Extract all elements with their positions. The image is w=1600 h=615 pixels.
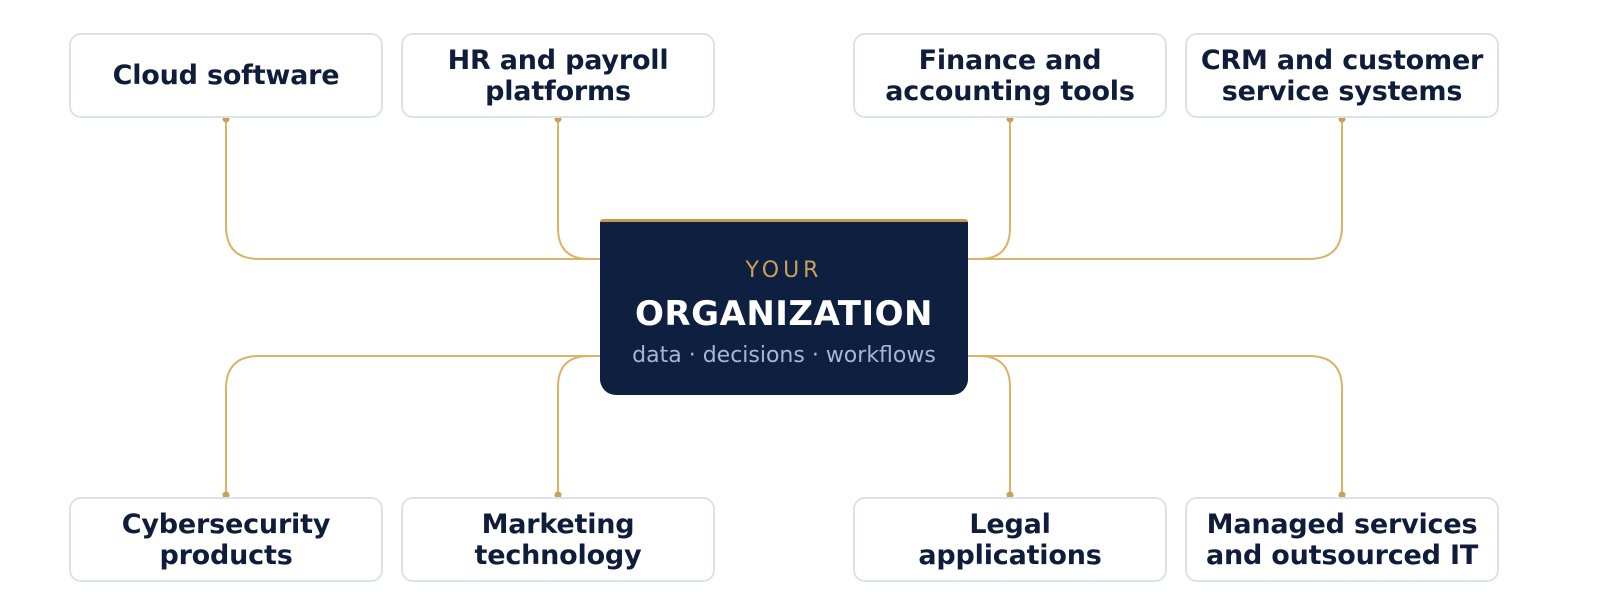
node-label-line: accounting tools bbox=[885, 75, 1135, 107]
node-label-line: and outsourced IT bbox=[1205, 539, 1479, 571]
connector-cybersecurity bbox=[225, 355, 600, 496]
connector-dot bbox=[222, 491, 230, 499]
connector-finance bbox=[968, 119, 1011, 260]
node-label-line: products bbox=[159, 539, 293, 571]
node-label-line: applications bbox=[918, 539, 1102, 571]
node-cloud-software: Cloud software bbox=[69, 33, 383, 118]
hub-subtitle: data · decisions · workflows bbox=[632, 343, 936, 368]
node-label-line: Finance and bbox=[918, 44, 1102, 76]
node-label-line: CRM and customer bbox=[1200, 44, 1484, 76]
node-cybersecurity: Cybersecurity products bbox=[69, 497, 383, 582]
connector-dot bbox=[1006, 491, 1014, 499]
node-finance-accounting: Finance and accounting tools bbox=[853, 33, 1167, 118]
node-label-line: HR and payroll bbox=[447, 44, 669, 76]
node-label-line: technology bbox=[474, 539, 642, 571]
node-label-line: Cloud software bbox=[112, 60, 340, 91]
hub-organization: YOUR ORGANIZATION data · decisions · wor… bbox=[600, 222, 968, 395]
connector-crm bbox=[968, 119, 1343, 260]
node-label-line: platforms bbox=[485, 75, 631, 107]
connector-marketing bbox=[557, 355, 600, 496]
hub-title: ORGANIZATION bbox=[635, 294, 933, 334]
connector-dot bbox=[1338, 491, 1346, 499]
node-label-line: Managed services bbox=[1206, 508, 1478, 540]
node-label-line: service systems bbox=[1221, 75, 1463, 107]
node-label-line: Marketing bbox=[481, 508, 635, 540]
node-label-line: Legal bbox=[969, 508, 1051, 540]
node-managed-services: Managed services and outsourced IT bbox=[1185, 497, 1499, 582]
node-legal-applications: Legal applications bbox=[853, 497, 1167, 582]
connector-legal bbox=[968, 355, 1011, 496]
connector-cloud-software bbox=[225, 119, 600, 260]
connector-dot bbox=[554, 491, 562, 499]
connector-managed-services bbox=[968, 355, 1343, 496]
node-crm-customer-service: CRM and customer service systems bbox=[1185, 33, 1499, 118]
node-marketing-technology: Marketing technology bbox=[401, 497, 715, 582]
node-hr-payroll: HR and payroll platforms bbox=[401, 33, 715, 118]
connector-hr-payroll bbox=[557, 119, 600, 260]
hub-eyebrow: YOUR bbox=[745, 258, 823, 283]
node-label-line: Cybersecurity bbox=[121, 508, 331, 540]
